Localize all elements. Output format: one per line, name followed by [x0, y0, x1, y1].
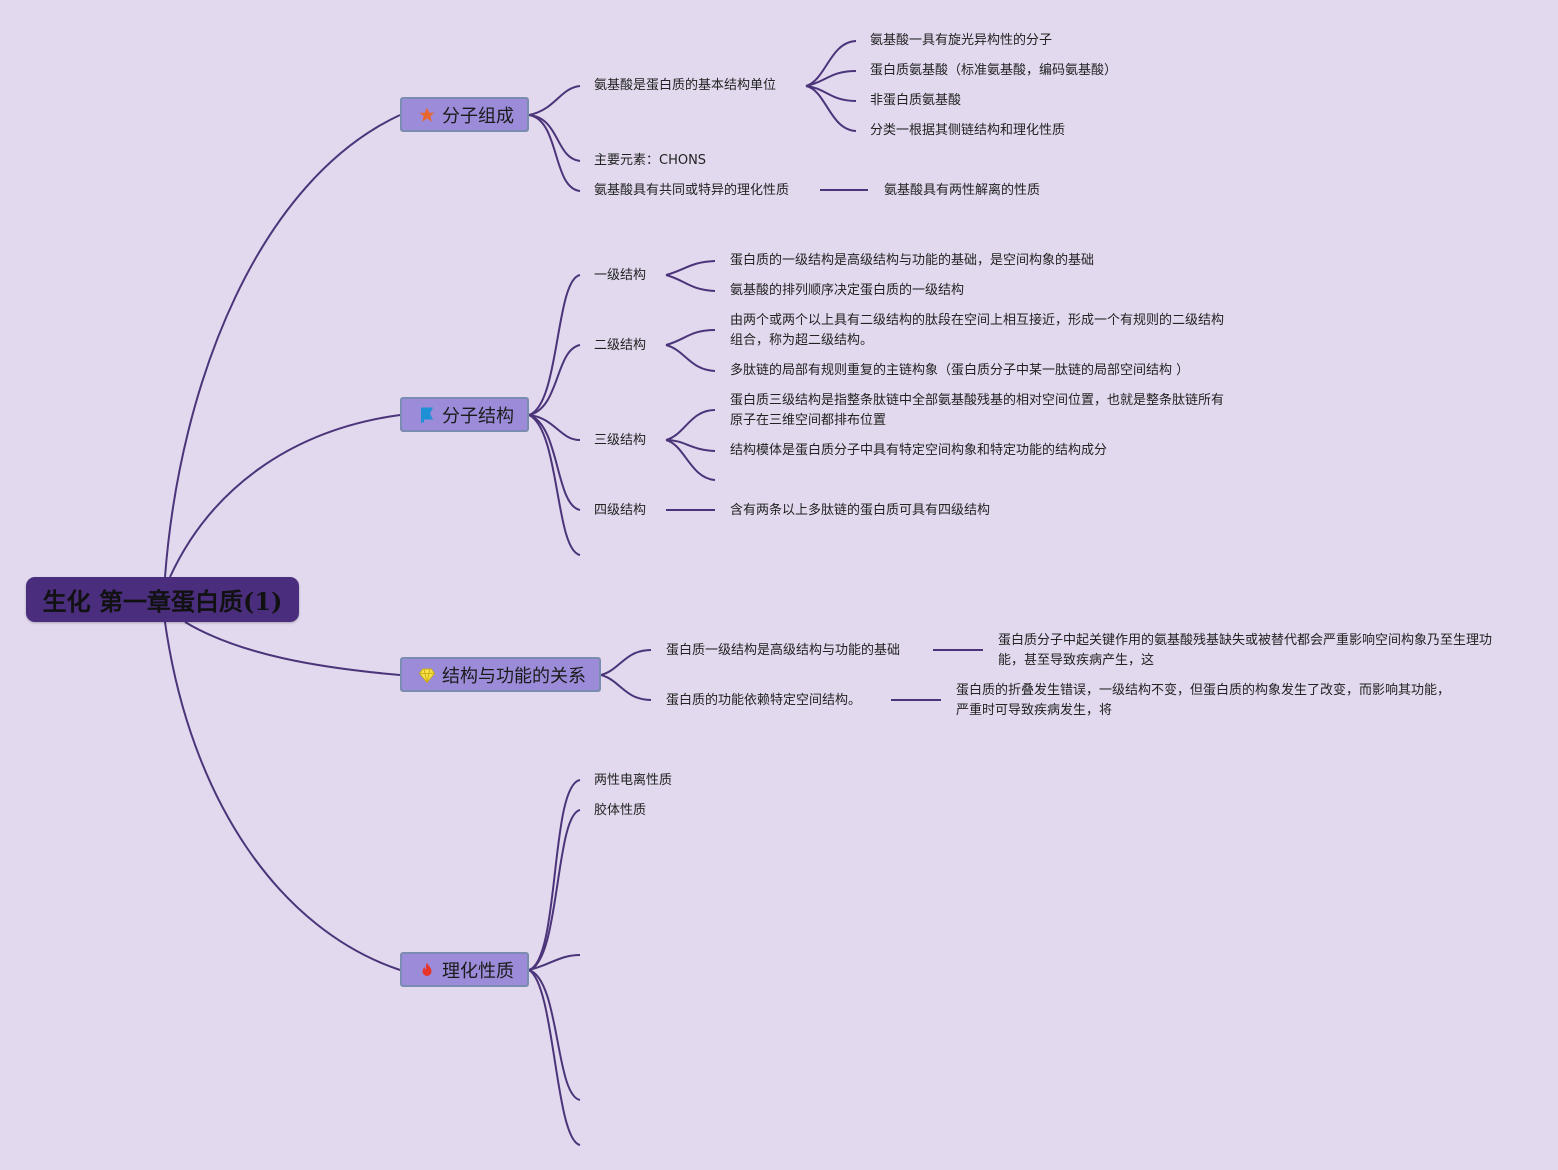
leaf-node[interactable]: 氨基酸一具有旋光异构性的分子	[870, 33, 1053, 48]
subtopic[interactable]: 四级结构	[594, 503, 647, 518]
leaf-node[interactable]: 由两个或两个以上具有二级结构的肽段在空间上相互接近，形成一个有规则的二级结构组合…	[730, 313, 1225, 348]
connector	[665, 409, 716, 441]
leaf-node[interactable]: 蛋白质的一级结构是高级结构与功能的基础，是空间构象的基础	[730, 253, 1095, 268]
subtopic[interactable]: 一级结构	[594, 268, 647, 283]
connector	[805, 85, 857, 102]
subtopic[interactable]: 二级结构	[594, 338, 647, 353]
connector	[184, 621, 401, 676]
connector	[665, 260, 716, 276]
connector	[528, 114, 581, 162]
fire-icon	[418, 960, 436, 980]
leaf-node[interactable]: 氨基酸具有两性解离的性质	[884, 183, 1041, 198]
leaf-node[interactable]: 分类一根据其侧链结构和理化性质	[870, 123, 1066, 138]
connector	[528, 954, 581, 971]
topic-label: 分子结构	[442, 405, 514, 427]
topic-molecular-composition[interactable]: 分子组成	[400, 97, 529, 132]
connector	[528, 779, 581, 971]
topic-structure-function[interactable]: 结构与功能的关系	[400, 657, 601, 692]
connector	[528, 969, 581, 1101]
subtopic[interactable]: 氨基酸是蛋白质的基本结构单位	[594, 78, 777, 93]
star-icon	[418, 105, 436, 125]
connector	[528, 114, 581, 192]
connector	[600, 649, 652, 676]
leaf-node[interactable]: 蛋白质分子中起关键作用的氨基酸残基缺失或被替代都会严重影响空间构象乃至生理功能，…	[998, 633, 1493, 668]
root-title: 生化 第一章蛋白质(1)	[42, 587, 283, 616]
connector	[665, 329, 716, 346]
topic-physicochemical-properties[interactable]: 理化性质	[400, 952, 529, 987]
subtopic[interactable]: 主要元素：CHONS	[594, 153, 707, 168]
subtopic[interactable]: 蛋白质一级结构是高级结构与功能的基础	[666, 643, 901, 658]
connector	[805, 70, 857, 87]
connector	[528, 85, 581, 116]
leaf-node[interactable]: 蛋白质三级结构是指整条肽链中全部氨基酸残基的相对空间位置，也就是整条肽链所有原子…	[730, 393, 1225, 428]
connector	[665, 274, 716, 292]
topic-label: 结构与功能的关系	[442, 665, 586, 687]
connector	[528, 414, 581, 441]
flag-icon	[418, 405, 436, 425]
topic-label: 理化性质	[442, 960, 514, 982]
connector	[169, 414, 401, 578]
leaf-node[interactable]: 含有两条以上多肽链的蛋白质可具有四级结构	[730, 503, 991, 518]
connector	[665, 439, 716, 481]
connector	[528, 414, 581, 556]
connector	[665, 344, 716, 372]
topic-label: 分子组成	[442, 105, 514, 127]
connector	[805, 40, 857, 87]
connector	[528, 969, 581, 1146]
connector	[528, 344, 581, 416]
connector	[528, 274, 581, 416]
leaf-node[interactable]: 蛋白质的折叠发生错误，一级结构不变，但蛋白质的构象发生了改变，而影响其功能，严重…	[956, 683, 1451, 718]
leaf-node[interactable]: 蛋白质氨基酸（标准氨基酸，编码氨基酸）	[870, 63, 1118, 78]
connector	[600, 674, 652, 701]
subtopic[interactable]: 两性电离性质	[594, 773, 673, 788]
leaf-node[interactable]: 非蛋白质氨基酸	[870, 93, 962, 108]
connector	[164, 114, 401, 578]
diamond-icon	[418, 665, 436, 685]
subtopic[interactable]: 氨基酸具有共同或特异的理化性质	[594, 183, 790, 198]
connector	[805, 85, 857, 132]
subtopic[interactable]: 胶体性质	[594, 803, 647, 818]
root-topic[interactable]: 生化 第一章蛋白质(1)	[26, 577, 299, 622]
subtopic[interactable]: 三级结构	[594, 433, 647, 448]
leaf-node[interactable]: 结构模体是蛋白质分子中具有特定空间构象和特定功能的结构成分	[730, 443, 1108, 458]
leaf-node[interactable]: 多肽链的局部有规则重复的主链构象（蛋白质分子中某一肽链的局部空间结构 ）	[730, 363, 1190, 378]
connector	[528, 414, 581, 511]
leaf-node[interactable]: 氨基酸的排列顺序决定蛋白质的一级结构	[730, 283, 965, 298]
topic-molecular-structure[interactable]: 分子结构	[400, 397, 529, 432]
connector	[665, 439, 716, 452]
connector	[164, 621, 401, 971]
subtopic[interactable]: 蛋白质的功能依赖特定空间结构。	[666, 693, 862, 708]
connector	[528, 809, 581, 971]
